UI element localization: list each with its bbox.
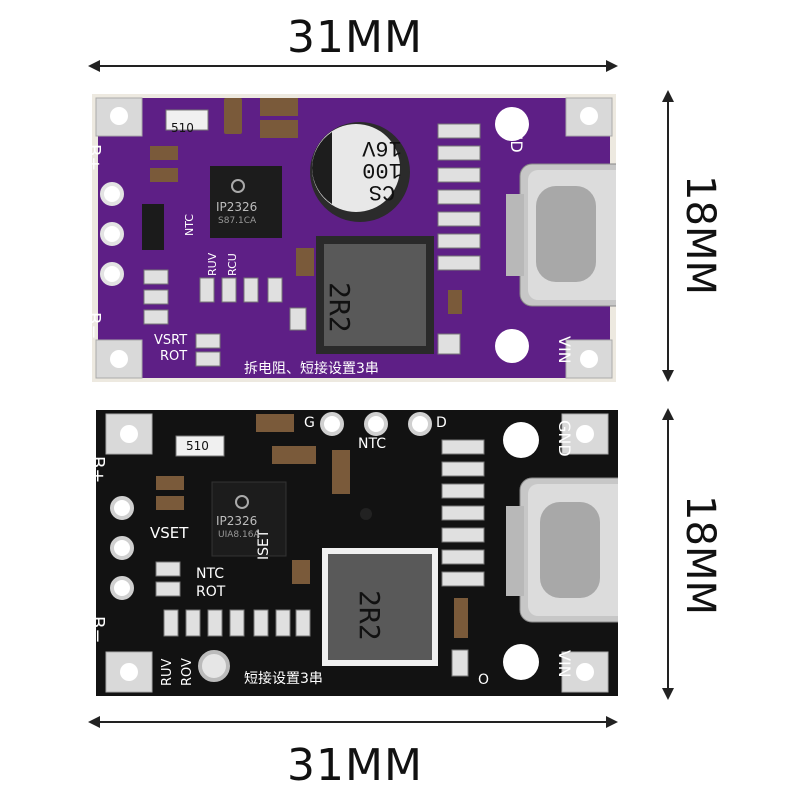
black-chip-name: IP2326 xyxy=(216,514,258,528)
black-bminus-label: B− xyxy=(87,616,108,644)
purple-gnd-label: GND xyxy=(507,116,526,153)
purple-rot-label: ROT xyxy=(160,349,188,364)
black-vset-label: VSET xyxy=(150,524,189,542)
black-ruv-label: RUV xyxy=(160,658,175,686)
top-height-label: 18MM xyxy=(676,175,723,295)
black-ntc-top-label: NTC xyxy=(358,436,386,452)
black-chip-code: UIA8.16A xyxy=(218,530,260,540)
black-o-label: O xyxy=(478,672,490,688)
black-rov-label: ROV xyxy=(180,658,195,686)
black-vin-label: VIN xyxy=(555,650,574,678)
black-rot-label: ROT xyxy=(196,584,226,600)
purple-capacitor-text-1: CS xyxy=(368,179,396,204)
purple-capacitor-label: CS 100 16V xyxy=(352,135,412,204)
bottom-height-arrow xyxy=(662,408,674,700)
purple-chip-code: S87.1CA xyxy=(218,216,257,226)
bottom-height-label: 18MM xyxy=(676,495,723,615)
usbc-connector-black xyxy=(506,477,618,623)
top-height-arrow xyxy=(662,90,674,382)
purple-capacitor-text-3: 16V xyxy=(362,135,402,160)
purple-chip-name: IP2326 xyxy=(216,200,258,214)
top-width-arrow xyxy=(88,60,618,72)
bottom-width-label: 31MM xyxy=(287,740,423,791)
black-r510-label: 510 xyxy=(186,439,209,453)
purple-inductor-label: 2R2 xyxy=(323,282,356,333)
purple-ruv-label: RUV xyxy=(206,252,219,276)
purple-capacitor-text-2: 100 xyxy=(362,157,402,182)
black-bplus-label: B+ xyxy=(87,456,108,484)
black-gnd-label: GND xyxy=(555,420,574,457)
top-width-label: 31MM xyxy=(287,12,423,63)
black-pcb-board xyxy=(96,410,618,696)
black-ntc-label: NTC xyxy=(196,566,224,582)
purple-bminus-label: B− xyxy=(83,312,104,340)
black-inductor-label: 2R2 xyxy=(353,590,386,641)
purple-footer-text: 拆电阻、短接设置3串 xyxy=(244,361,379,377)
purple-r510-label: 510 xyxy=(171,121,194,135)
purple-vsrt-label: VSRT xyxy=(154,333,188,348)
black-d-label: D xyxy=(436,415,447,431)
purple-rcu-label: RCU xyxy=(226,253,239,276)
black-g-label: G xyxy=(304,415,315,431)
bottom-width-arrow xyxy=(88,716,618,728)
usbc-connector-purple xyxy=(506,163,616,307)
black-footer-text: 短接设置3串 xyxy=(244,671,323,687)
purple-vin-label: VIN xyxy=(555,336,574,364)
purple-pcb-board xyxy=(92,94,616,382)
purple-ntc-label: NTC xyxy=(183,214,196,236)
purple-bplus-label: B+ xyxy=(83,144,104,172)
